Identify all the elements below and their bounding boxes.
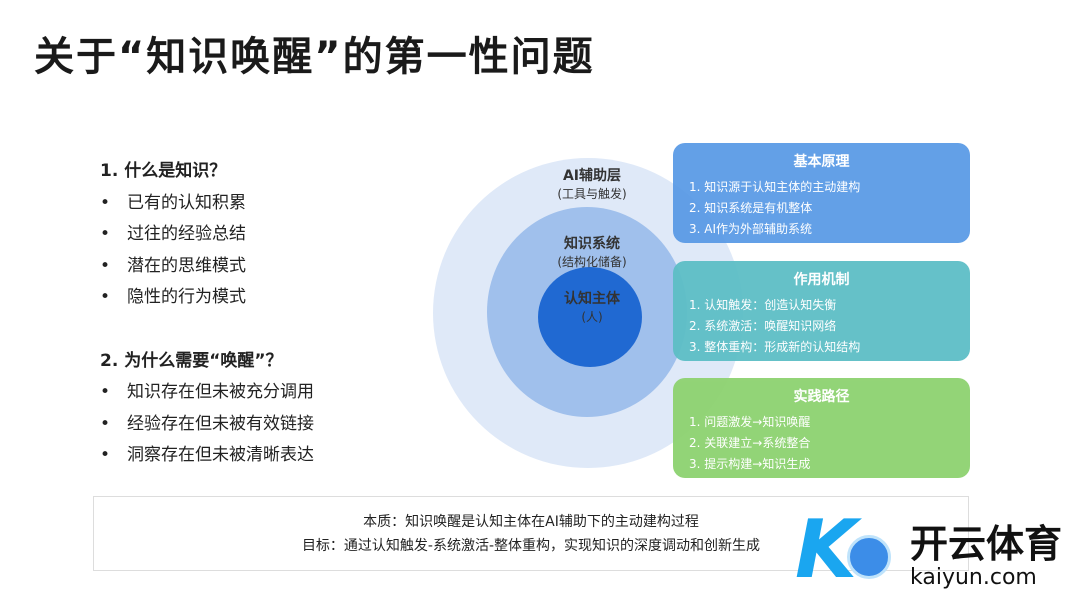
inner-title: 认知主体 xyxy=(564,291,620,307)
box-item: 1. 认知触发：创造认知失衡 xyxy=(689,298,837,312)
logo-text-cn: 开云体育 xyxy=(910,522,1063,566)
list-item: 潜在的思维模式 xyxy=(100,251,314,283)
page-title: 关于“知识唤醒”的第一性问题 xyxy=(34,34,595,80)
principles-box: 基本原理 1. 知识源于认知主体的主动建构 2. 知识系统是有机整体 3. AI… xyxy=(673,143,970,243)
box-title: 基本原理 xyxy=(793,154,850,170)
middle-title: 知识系统 xyxy=(564,236,620,252)
list-item: 隐性的行为模式 xyxy=(100,282,314,314)
box-item: 1. 问题激发→知识唤醒 xyxy=(689,415,811,429)
cognitive-subject-circle xyxy=(538,267,642,367)
list-item: 过往的经验总结 xyxy=(100,219,314,251)
questions-list: 1. 什么是知识？ 已有的认知积累 过往的经验总结 潜在的思维模式 隐性的行为模… xyxy=(100,156,314,472)
mechanism-box: 作用机制 1. 认知触发：创造认知失衡 2. 系统激活：唤醒知识网络 3. 整体… xyxy=(673,261,970,361)
box-item: 2. 系统激活：唤醒知识网络 xyxy=(689,319,837,333)
box-item: 3. 整体重构：形成新的认知结构 xyxy=(689,340,861,354)
inner-label: 认知主体 (人) xyxy=(522,288,662,325)
box-item: 3. 提示构建→知识生成 xyxy=(689,457,811,471)
box-item: 2. 关联建立→系统整合 xyxy=(689,436,811,450)
summary-box: 本质：知识唤醒是认知主体在AI辅助下的主动建构过程 目标：通过认知触发-系统激活… xyxy=(93,496,969,571)
outer-label: AI辅助层 (工具与触发) xyxy=(522,165,662,202)
football-icon xyxy=(847,535,891,579)
outer-title: AI辅助层 xyxy=(562,168,622,184)
box-item: 3. AI作为外部辅助系统 xyxy=(689,222,813,236)
list-item: 洞察存在但未被清晰表达 xyxy=(100,440,314,472)
list-item: 知识存在但未被充分调用 xyxy=(100,377,314,409)
question-2: 2. 为什么需要“唤醒”？ xyxy=(100,350,283,371)
middle-label: 知识系统 (结构化储备) xyxy=(522,233,662,270)
summary-goal: 目标：通过认知触发-系统激活-整体重构，实现知识的深度调动和创新生成 xyxy=(301,538,761,554)
logo-text-en: kaiyun.com xyxy=(910,565,1037,590)
box-title: 实践路径 xyxy=(793,389,850,405)
box-item: 2. 知识系统是有机整体 xyxy=(689,201,813,215)
box-title: 作用机制 xyxy=(793,272,850,288)
box-item: 1. 知识源于认知主体的主动建构 xyxy=(689,180,861,194)
logo-k-icon: K xyxy=(795,503,857,596)
practice-box: 实践路径 1. 问题激发→知识唤醒 2. 关联建立→系统整合 3. 提示构建→知… xyxy=(673,378,970,478)
list-item: 经验存在但未被有效链接 xyxy=(100,409,314,441)
summary-essence: 本质：知识唤醒是认知主体在AI辅助下的主动建构过程 xyxy=(363,514,699,530)
inner-sub: (人) xyxy=(581,310,603,324)
kaiyun-logo: K 开云体育 kaiyun.com xyxy=(785,505,1075,600)
outer-sub: (工具与触发) xyxy=(557,187,627,201)
list-item: 已有的认知积累 xyxy=(100,188,314,220)
middle-sub: (结构化储备) xyxy=(557,255,627,269)
question-1: 1. 什么是知识？ xyxy=(100,161,227,181)
